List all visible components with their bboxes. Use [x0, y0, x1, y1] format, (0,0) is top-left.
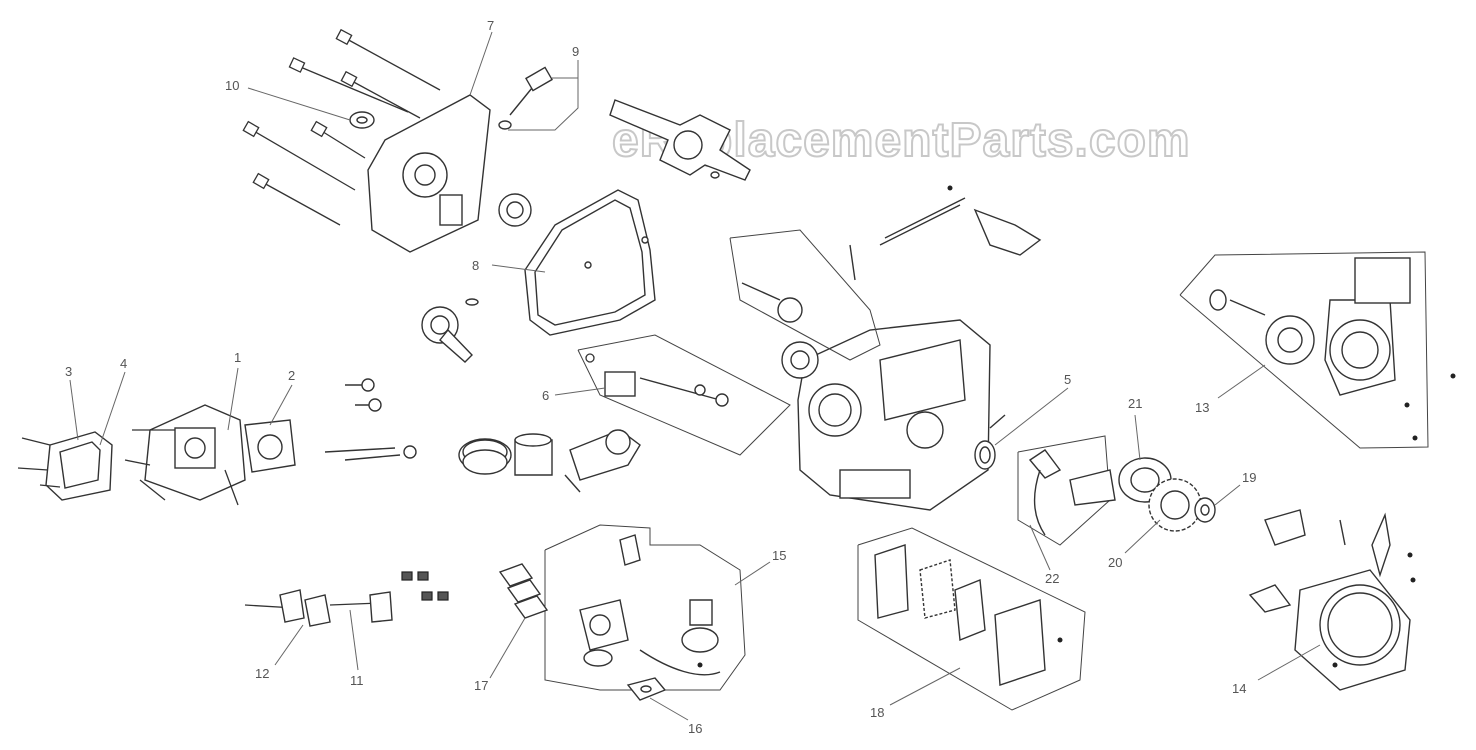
- starter-pulley-part[interactable]: [1194, 497, 1216, 523]
- callout-2: 2: [288, 368, 295, 383]
- callout-8: 8: [472, 258, 479, 273]
- leader-lines: [69, 31, 1321, 721]
- callout-14: 14: [1232, 681, 1246, 696]
- cylinder-head-assembly[interactable]: [17, 404, 296, 506]
- oil-seal-part[interactable]: [974, 414, 1006, 470]
- callout-15: 15: [772, 548, 786, 563]
- callout-18: 18: [870, 705, 884, 720]
- ignition-coil-assembly[interactable]: [1017, 435, 1116, 546]
- callout-7: 7: [487, 18, 494, 33]
- blower-housing-part[interactable]: [1248, 509, 1411, 691]
- callout-12: 12: [255, 666, 269, 681]
- callout-19: 19: [1242, 470, 1256, 485]
- cooling-fan-part[interactable]: [1148, 478, 1202, 532]
- callout-10: 10: [225, 78, 239, 93]
- air-filter-assembly[interactable]: [857, 527, 1086, 711]
- carburetor-assembly[interactable]: [544, 524, 746, 691]
- crankcase-gasket-part[interactable]: [524, 189, 656, 336]
- crankshaft-part[interactable]: [609, 99, 751, 181]
- callout-21: 21: [1128, 396, 1142, 411]
- callout-1: 1: [234, 350, 241, 365]
- callout-16: 16: [688, 721, 702, 736]
- callout-4: 4: [120, 356, 127, 371]
- exhaust-hardware-part[interactable]: [244, 571, 449, 627]
- valves-part[interactable]: [324, 378, 417, 461]
- governor-assembly[interactable]: [577, 334, 791, 456]
- callout-20: 20: [1108, 555, 1122, 570]
- callout-17: 17: [474, 678, 488, 693]
- crankcase-cover-assembly[interactable]: [242, 28, 532, 253]
- loose-hardware: [697, 185, 1456, 668]
- callout-5: 5: [1064, 372, 1071, 387]
- oil-sensor-part[interactable]: [498, 66, 579, 131]
- piston-assembly[interactable]: [458, 429, 641, 493]
- governor-linkage-assembly[interactable]: [729, 197, 1042, 361]
- callout-9: 9: [572, 44, 579, 59]
- callout-labels: 1 2 3 4 5 6 7 8 9 10 11 12 13 14 15 16 1…: [65, 18, 1256, 736]
- callout-13: 13: [1195, 400, 1209, 415]
- carburetor-gasket-part[interactable]: [626, 677, 667, 701]
- callout-6: 6: [542, 388, 549, 403]
- callout-22: 22: [1045, 571, 1059, 586]
- camshaft-part[interactable]: [421, 298, 479, 363]
- crankcase-main-part[interactable]: [781, 319, 991, 511]
- callout-11: 11: [350, 673, 364, 688]
- callout-3: 3: [65, 364, 72, 379]
- insulator-gaskets-part[interactable]: [498, 563, 549, 619]
- recoil-starter-assembly[interactable]: [1179, 251, 1429, 449]
